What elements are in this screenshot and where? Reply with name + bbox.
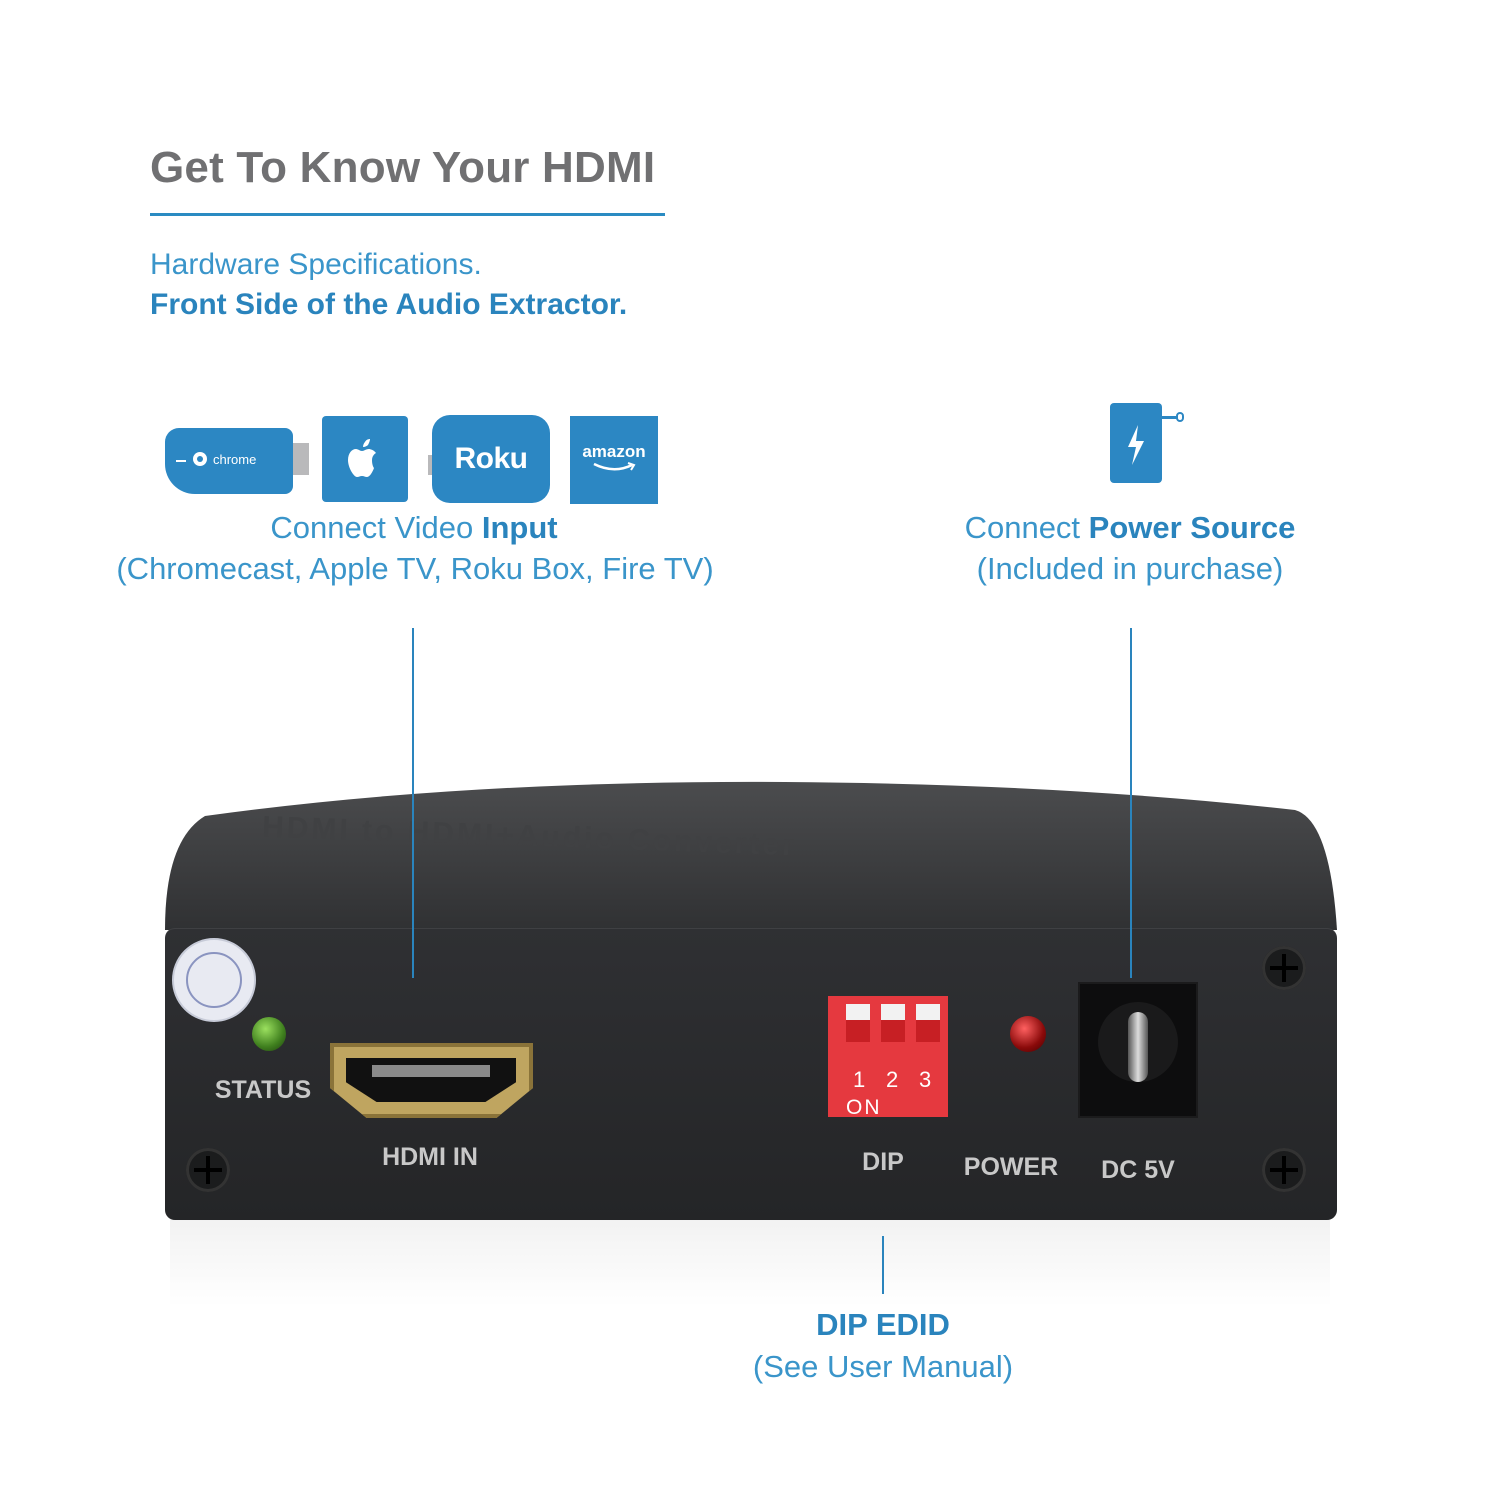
roku-label: Roku bbox=[454, 442, 529, 475]
amazon-smile-icon bbox=[593, 462, 636, 471]
power-label: POWER bbox=[963, 1153, 1059, 1181]
dip-knob-1 bbox=[846, 1004, 870, 1020]
power-caption-bold: Power Source bbox=[1088, 510, 1296, 545]
power-caption: Connect Power Source bbox=[940, 510, 1320, 546]
device-shadow bbox=[170, 1218, 1330, 1308]
input-leader-line bbox=[412, 628, 414, 978]
roku-logo: Roku bbox=[432, 415, 550, 503]
input-caption: Connect Video Input bbox=[110, 510, 718, 546]
power-note-caption: (Included in purchase) bbox=[976, 551, 1284, 586]
warranty-sticker-ring bbox=[186, 952, 242, 1008]
dip-switch-3[interactable] bbox=[916, 1004, 940, 1042]
input-devices-caption: (Chromecast, Apple TV, Roku Box, Fire TV… bbox=[116, 551, 714, 586]
plug-prong bbox=[1162, 416, 1178, 419]
dip-number-1: 1 bbox=[853, 1067, 866, 1092]
screw-icon bbox=[186, 1148, 230, 1192]
title-underline bbox=[150, 213, 665, 216]
chrome-dash bbox=[176, 460, 186, 462]
dip-leader-line bbox=[882, 1236, 884, 1294]
dip-note-caption: (See User Manual) bbox=[752, 1349, 1014, 1384]
power-leader-line bbox=[1130, 628, 1132, 978]
subtitle: Hardware Specifications. bbox=[150, 248, 482, 281]
subtitle-bold: Front Side of the Audio Extractor. bbox=[150, 288, 628, 321]
chrome-label: chrome bbox=[213, 452, 257, 467]
dip-switch-2[interactable] bbox=[881, 1004, 905, 1042]
input-caption-bold: Input bbox=[481, 510, 558, 545]
power-led bbox=[1010, 1016, 1046, 1052]
dip-number-2: 2 bbox=[886, 1067, 899, 1092]
apple-tv-logo bbox=[322, 416, 408, 502]
power-caption-regular: Connect bbox=[964, 510, 1089, 545]
dip-knob-3 bbox=[916, 1004, 940, 1020]
dip-on-label: ON bbox=[846, 1096, 882, 1119]
dip-number-3: 3 bbox=[919, 1067, 932, 1092]
status-led bbox=[252, 1017, 286, 1051]
chrome-icon bbox=[193, 452, 207, 466]
screw-icon bbox=[1262, 1148, 1306, 1192]
amazon-logo: amazon bbox=[570, 416, 658, 504]
dc-label: DC 5V bbox=[1101, 1156, 1175, 1184]
dip-label: DIP bbox=[862, 1148, 904, 1176]
page-title: Get To Know Your HDMI bbox=[150, 143, 656, 192]
dip-switch-1[interactable] bbox=[846, 1004, 870, 1042]
lightning-icon bbox=[1128, 425, 1144, 465]
roku-plug bbox=[428, 455, 434, 475]
dip-knob-2 bbox=[881, 1004, 905, 1020]
dip-caption: DIP EDID bbox=[816, 1307, 950, 1342]
dc-jack-pin bbox=[1128, 1012, 1148, 1082]
device-top-surface bbox=[165, 781, 1337, 930]
status-label: STATUS bbox=[214, 1076, 312, 1104]
apple-icon bbox=[348, 439, 376, 477]
plug-prong-tip bbox=[1176, 412, 1184, 422]
chromecast-logo bbox=[165, 428, 293, 494]
power-adapter-icon bbox=[1110, 403, 1162, 483]
amazon-label: amazon bbox=[582, 442, 646, 461]
screw-icon bbox=[1262, 946, 1306, 990]
input-caption-regular: Connect Video bbox=[270, 510, 482, 545]
hdmi-pins bbox=[372, 1065, 490, 1077]
chromecast-plug bbox=[293, 443, 309, 475]
hdmi-in-label: HDMI IN bbox=[382, 1143, 478, 1171]
